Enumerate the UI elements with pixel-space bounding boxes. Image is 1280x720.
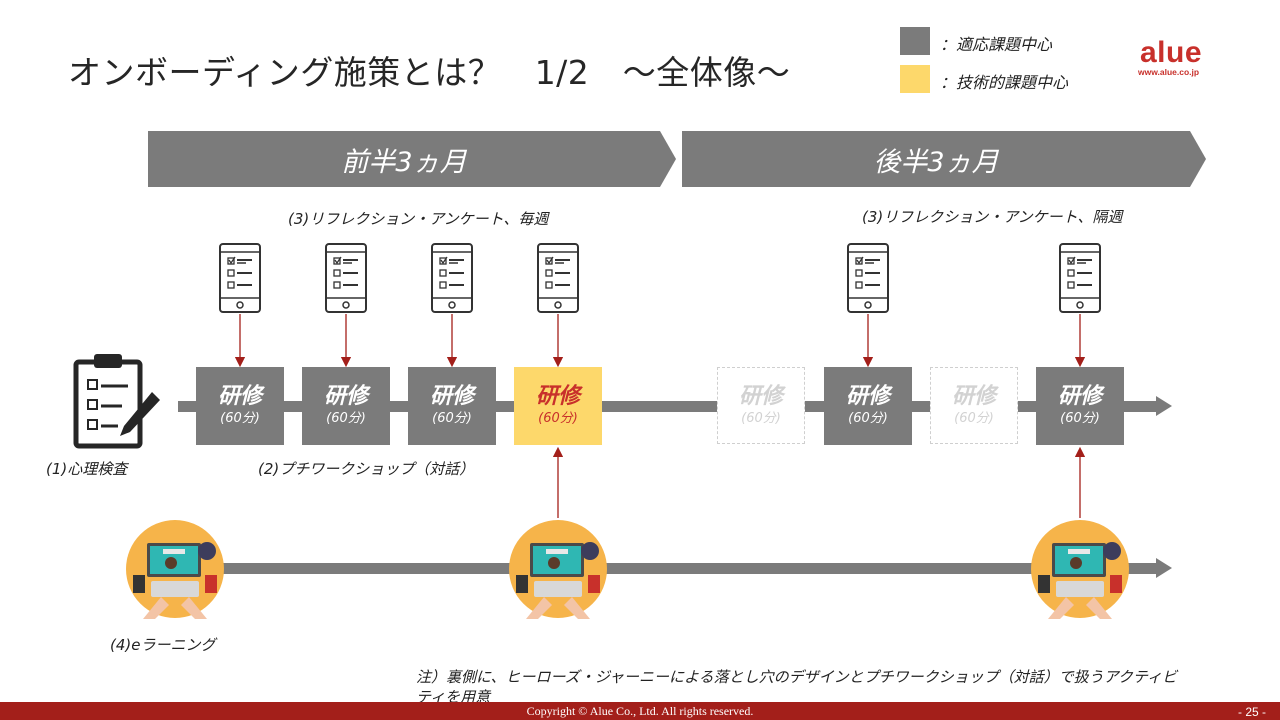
training-duration: (60分) xyxy=(741,410,781,426)
footer-bar xyxy=(0,702,1280,720)
assessment-label: (1)心理検査 xyxy=(46,460,128,478)
reflection-biweekly-label: (3)リフレクション・アンケート、隔週 xyxy=(862,208,1123,226)
training-duration: (60分) xyxy=(326,411,366,426)
footnote-line-2: ティを用意 xyxy=(416,688,491,706)
training-duration: (60分) xyxy=(848,411,888,426)
legend-swatch-technical xyxy=(900,65,930,93)
page-number: - 25 - xyxy=(1237,705,1266,719)
elearning-illustration-icon xyxy=(509,520,607,619)
phase-label-first: 前半3ヵ月 xyxy=(341,147,467,178)
training-title: 研修 xyxy=(1057,384,1102,409)
training-box-8: 研修 (60分) xyxy=(1036,367,1124,445)
elearning-illustration-icon xyxy=(1031,520,1129,619)
legend-label-technical: ：技術的課題中心 xyxy=(940,73,1069,92)
training-title: 研修 xyxy=(845,384,890,409)
elearning-label: (4)eラーニング xyxy=(110,636,216,654)
training-box-1: 研修 (60分) xyxy=(196,367,284,445)
training-duration: (60分) xyxy=(1060,411,1100,426)
page-title: オンボーディング施策とは？ 1/2 ～全体像～ xyxy=(68,53,791,92)
training-title: 研修 xyxy=(429,384,474,409)
legend-swatch-adaptive xyxy=(900,27,930,55)
training-title: 研修 xyxy=(951,383,996,409)
training-title: 研修 xyxy=(738,383,783,409)
phase-label-second: 後半3ヵ月 xyxy=(873,147,999,178)
training-box-6: 研修 (60分) xyxy=(824,367,912,445)
footnote-line-1: 注）裏側に、ヒーローズ・ジャーニーによる落とし穴のデザインとプチワークショップ（… xyxy=(416,668,1177,686)
training-duration: (60分) xyxy=(432,411,472,426)
copyright-text: Copyright © Alue Co., Ltd. All rights re… xyxy=(526,704,754,718)
training-title: 研修 xyxy=(323,384,368,409)
clipboard-icon xyxy=(73,354,160,449)
training-box-4: 研修 (60分) xyxy=(514,367,602,445)
training-box-3: 研修 (60分) xyxy=(408,367,496,445)
training-box-2: 研修 (60分) xyxy=(302,367,390,445)
phase-banner-first-shape xyxy=(148,131,676,187)
training-box-5: 研修 (60分) xyxy=(717,367,805,444)
training-duration: (60分) xyxy=(954,410,994,426)
training-duration: (60分) xyxy=(220,411,260,426)
elearning-illustration-icon xyxy=(126,520,224,619)
phase-banner-second-shape xyxy=(682,131,1206,187)
training-title: 研修 xyxy=(217,384,262,409)
legend-label-adaptive: ：適応課題中心 xyxy=(940,35,1053,54)
company-url: www.alue.co.jp xyxy=(1138,67,1200,77)
training-title: 研修 xyxy=(535,384,580,409)
workshop-label: (2)プチワークショップ（対話） xyxy=(258,460,475,478)
training-box-7: 研修 (60分) xyxy=(930,367,1018,444)
training-duration: (60分) xyxy=(538,411,578,426)
reflection-weekly-label: (3)リフレクション・アンケート、毎週 xyxy=(288,210,549,228)
company-logo: alue xyxy=(1140,36,1203,69)
